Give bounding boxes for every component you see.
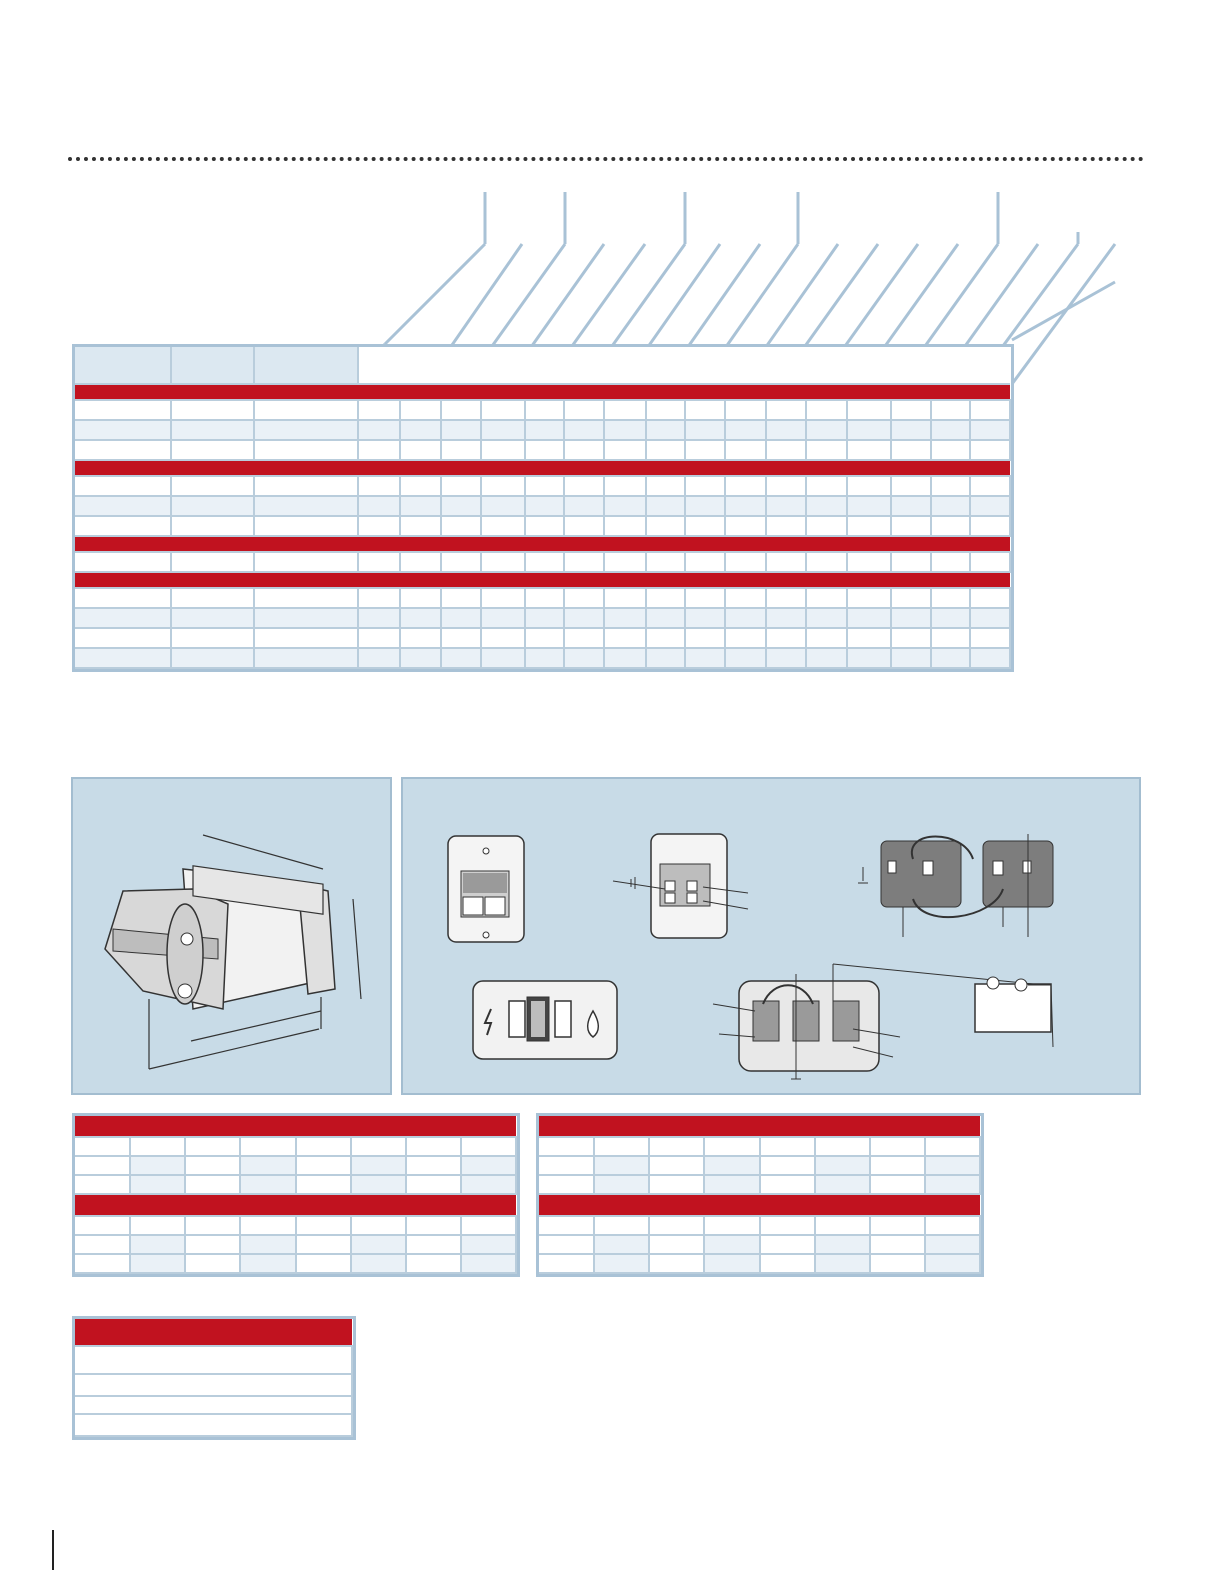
table-row — [75, 552, 1011, 573]
table-row — [75, 440, 1011, 461]
table-row — [75, 496, 1011, 517]
spec-subtable-1 — [72, 1113, 520, 1277]
battery-icon — [974, 976, 1054, 1048]
table-row — [75, 628, 1011, 649]
specifications-table — [72, 344, 1014, 672]
spec-subtable-2 — [536, 1113, 984, 1277]
section-header-row — [75, 460, 1010, 477]
dotted-divider — [68, 157, 1144, 161]
circuit-board-wiring-icon — [712, 963, 1034, 1080]
wiring-illustrations — [447, 833, 1054, 1080]
control-panel-icon — [472, 980, 618, 1060]
section-header-row — [75, 384, 1010, 401]
relay-wiring-icon — [858, 834, 1054, 937]
table-row — [75, 476, 1011, 497]
table-row — [75, 516, 1011, 537]
table-row — [75, 588, 1011, 609]
table-row — [75, 648, 1011, 669]
section-header-row — [75, 572, 1010, 589]
section-header-row — [75, 536, 1010, 553]
flame-icon — [587, 1009, 599, 1038]
page-margin-bar — [52, 1530, 54, 1570]
wiring-diagrams-panel — [401, 777, 1141, 1095]
angled-column-headers — [345, 192, 1117, 386]
heater-dimension-panel — [71, 777, 392, 1095]
table-row — [75, 420, 1011, 441]
table-header-row — [75, 347, 1010, 385]
spec-subtable-3 — [72, 1316, 356, 1440]
table-row — [75, 400, 1011, 421]
water-heater-illustration — [104, 834, 362, 1070]
switch-wiring-icon — [612, 833, 749, 939]
table-row — [75, 608, 1011, 629]
lightning-bolt-icon — [483, 1008, 493, 1036]
wall-switch-icon — [447, 835, 525, 943]
